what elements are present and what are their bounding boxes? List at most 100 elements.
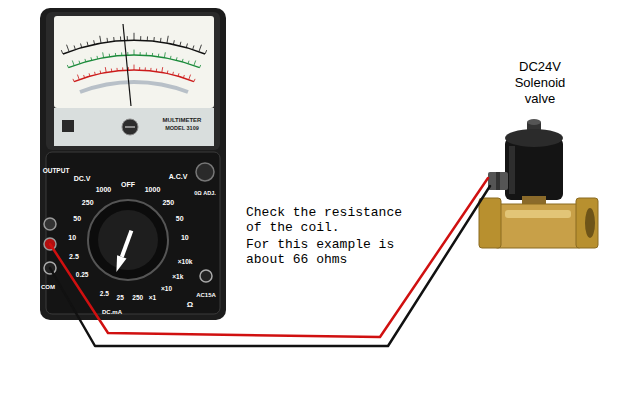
scale-tick	[61, 50, 62, 54]
scale-tick	[170, 56, 172, 59]
valve-coil	[505, 138, 563, 200]
range-knob-center	[98, 210, 158, 270]
instruction-note: Check the resistance of the coil.	[246, 205, 406, 235]
scale-tick	[100, 71, 102, 74]
range-label: 10	[181, 234, 189, 241]
scale-tick	[172, 72, 174, 75]
scale-tick	[199, 45, 201, 52]
scale-tick	[109, 54, 110, 57]
scale-tick	[83, 75, 85, 78]
scale-window	[54, 16, 214, 108]
needle	[123, 24, 131, 106]
range-label: 25	[117, 295, 124, 302]
range-label: Ω	[187, 301, 193, 309]
scale-tick	[67, 65, 68, 68]
valve-label: DC24V Solenoid valve	[505, 59, 575, 107]
scale-tick	[200, 65, 201, 68]
solenoid-valve: DC24V Solenoid valve	[478, 55, 603, 250]
scale-tick	[194, 79, 195, 82]
scale-tick	[105, 67, 107, 72]
zero-screw	[122, 119, 138, 135]
range-label: 1000	[145, 186, 161, 193]
scale-arc	[63, 40, 205, 54]
scale-tick	[111, 69, 112, 72]
scale-tick	[84, 59, 86, 62]
valve-body	[490, 204, 586, 248]
scale-tick	[176, 57, 178, 60]
range-label: 250	[162, 199, 174, 206]
range-label: 250	[132, 295, 143, 302]
scale-tick	[160, 38, 162, 42]
scale-tick	[89, 73, 91, 76]
jack-label: AC15A	[196, 292, 216, 298]
range-knob	[88, 200, 168, 280]
valve-cap-top	[527, 119, 541, 125]
scale-tick	[77, 75, 79, 80]
scale-tick	[140, 36, 141, 40]
range-label: DC.V	[74, 175, 91, 182]
scale-tick	[73, 79, 74, 82]
scale-tick	[145, 67, 146, 70]
scale-tick	[94, 72, 96, 75]
scale-tick	[107, 38, 109, 42]
port-opening	[585, 208, 595, 238]
scale-tick	[205, 50, 206, 54]
output-jack	[44, 218, 56, 230]
scale-tick	[156, 69, 157, 72]
scale-tick	[183, 75, 185, 78]
scale-tick	[115, 53, 116, 56]
ac15a-jack	[200, 270, 212, 282]
scale-tick	[100, 36, 101, 43]
logo-mark	[62, 120, 74, 132]
scale-tick	[152, 53, 153, 56]
range-label: 1000	[96, 186, 112, 193]
scale-tick	[72, 60, 74, 65]
brand-label: MULTIMETER	[163, 117, 202, 123]
range-label: ×1	[149, 295, 156, 302]
valve-port	[479, 198, 501, 248]
zero-ohm-knob	[196, 163, 214, 181]
scale-tick	[121, 52, 122, 55]
meter-bezel	[46, 12, 220, 150]
scale-tick	[193, 45, 194, 49]
scale-tick	[81, 44, 82, 48]
scale-tick	[161, 67, 163, 72]
scale-tick	[179, 42, 181, 46]
scale-tick	[178, 73, 180, 76]
coil-highlight	[509, 146, 515, 194]
scale-tick	[67, 45, 69, 52]
scale-tick	[164, 52, 166, 57]
scale-tick	[140, 52, 141, 55]
scale-tick	[139, 67, 140, 70]
range-label: 2.5	[100, 291, 109, 298]
scale-tick	[134, 65, 135, 70]
scale-tick	[96, 56, 98, 59]
scale-tick	[113, 37, 114, 41]
scale-tick	[116, 68, 117, 71]
scale-tick	[74, 45, 75, 49]
scale-tick	[87, 42, 89, 46]
scale-tick	[127, 52, 128, 55]
range-label: OFF	[121, 181, 135, 188]
cable-gland-ring	[496, 172, 500, 190]
range-label: 10	[68, 234, 76, 241]
scale-tick	[188, 61, 190, 64]
clear-cover	[54, 108, 214, 146]
plus-jack	[44, 238, 56, 250]
model-label: MODEL 3109	[165, 126, 199, 132]
range-label: ×10	[161, 286, 172, 293]
scale-ticks	[61, 33, 206, 82]
jack-label: OUTPUT	[43, 168, 70, 175]
jack-label: COM	[41, 284, 55, 290]
scale-tick	[102, 52, 104, 57]
range-label: 0Ω ADJ.	[194, 191, 216, 197]
valve-port	[576, 198, 598, 248]
scale-tick	[167, 71, 169, 74]
dial-panel	[46, 152, 220, 314]
range-label: 50	[176, 215, 184, 222]
cable-gland	[488, 172, 508, 190]
scale-tick	[189, 75, 191, 80]
mirror-band	[80, 82, 188, 92]
scale-tick	[146, 52, 147, 55]
scale-tick	[158, 54, 159, 57]
